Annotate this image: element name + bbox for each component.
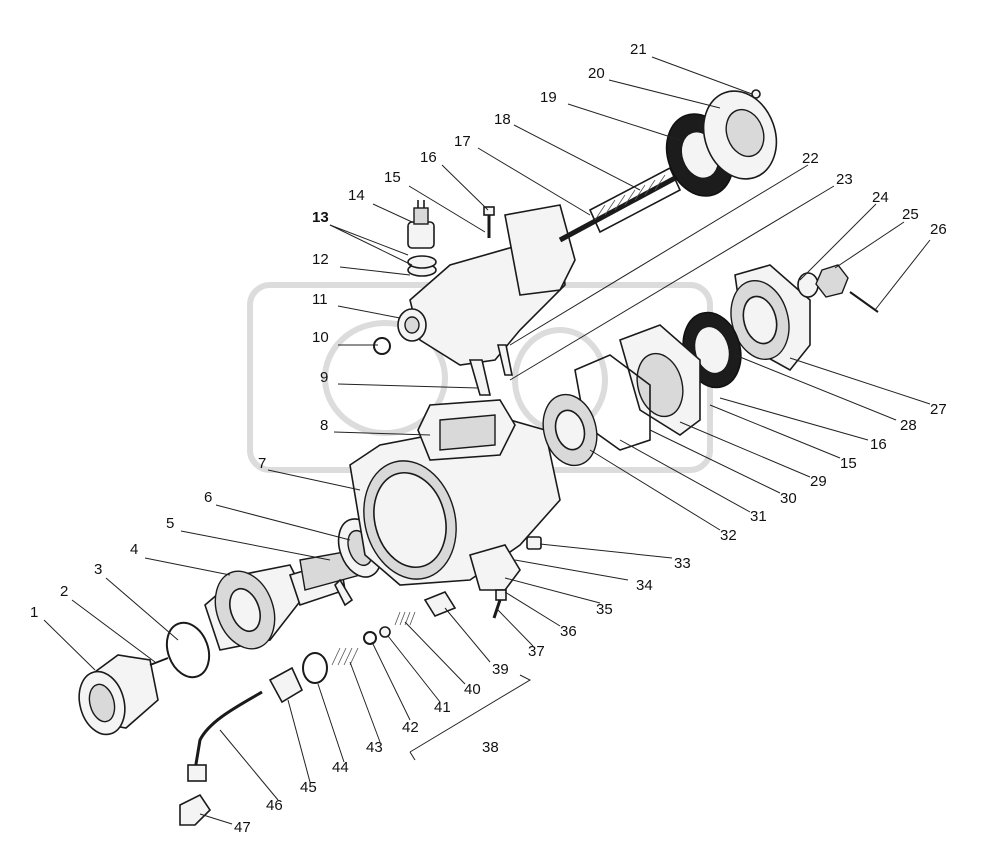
label-39: 39 (492, 661, 509, 678)
part-pin (149, 657, 169, 666)
part-hose-46 (187, 690, 263, 782)
part-coupling-sleeve (78, 654, 159, 736)
label-17: 17 (454, 133, 471, 150)
label-22: 22 (802, 150, 819, 167)
label-1: 1 (30, 604, 38, 621)
label-46: 46 (266, 797, 283, 814)
label-24: 24 (872, 189, 889, 206)
part-upper-housing (397, 204, 576, 396)
label-8: 8 (320, 417, 328, 434)
label-5: 5 (166, 515, 174, 532)
part-bolt-16 (483, 206, 495, 238)
part-main-housing (349, 419, 561, 586)
part-nut-washer (797, 264, 879, 313)
part-spring-40 (394, 611, 416, 626)
part-seal-12 (407, 255, 437, 277)
label-9: 9 (320, 369, 328, 386)
label-37: 37 (528, 643, 545, 660)
part-cover-30 (619, 324, 701, 436)
part-number-labels: 1 2 3 4 5 6 7 8 9 10 11 12 13 14 15 16 1… (30, 41, 947, 836)
label-15b: 15 (840, 455, 857, 472)
label-16b: 16 (870, 436, 887, 453)
part-shaft-spring (558, 166, 692, 243)
part-bushing-39 (423, 591, 457, 617)
part-washer-44 (302, 652, 328, 684)
part-retaining-ring (165, 621, 211, 679)
part-screw-21 (751, 89, 761, 99)
label-10: 10 (312, 329, 329, 346)
part-sensor (407, 200, 435, 249)
label-3: 3 (94, 561, 102, 578)
label-19: 19 (540, 89, 557, 106)
part-end-cap (702, 90, 778, 180)
part-ball-41 (379, 626, 391, 638)
label-31: 31 (750, 508, 767, 525)
parts (78, 89, 879, 826)
part-elbow-47 (179, 793, 212, 826)
label-42: 42 (402, 719, 419, 736)
label-13: 13 (312, 209, 329, 226)
label-28: 28 (900, 417, 917, 434)
label-27: 27 (930, 401, 947, 418)
label-47: 47 (234, 819, 251, 836)
label-43: 43 (366, 739, 383, 756)
label-29: 29 (810, 473, 827, 490)
part-top-cover (417, 399, 516, 461)
label-34: 34 (636, 577, 653, 594)
label-45: 45 (300, 779, 317, 796)
label-35: 35 (596, 601, 613, 618)
label-14: 14 (348, 187, 365, 204)
label-2: 2 (60, 583, 68, 600)
part-bearing-32 (542, 393, 598, 467)
label-4: 4 (130, 541, 138, 558)
label-36: 36 (560, 623, 577, 640)
label-32: 32 (720, 527, 737, 544)
label-25: 25 (902, 206, 919, 223)
label-6: 6 (204, 489, 212, 506)
label-20: 20 (588, 65, 605, 82)
label-33: 33 (674, 555, 691, 572)
part-plug-33 (526, 536, 542, 550)
label-18: 18 (494, 111, 511, 128)
part-washer-10 (373, 337, 391, 355)
leader-lines (43, 56, 931, 825)
part-bolt-37 (492, 589, 507, 619)
label-26: 26 (930, 221, 947, 238)
label-38: 38 (482, 739, 499, 756)
part-ring-42 (363, 631, 377, 645)
part-spring-43 (331, 647, 359, 666)
label-15: 15 (384, 169, 401, 186)
label-23: 23 (836, 171, 853, 188)
label-40: 40 (464, 681, 481, 698)
label-16: 16 (420, 149, 437, 166)
label-7: 7 (258, 455, 266, 472)
label-44: 44 (332, 759, 349, 776)
label-21: 21 (630, 41, 647, 58)
part-fitting-45 (268, 666, 304, 704)
label-11: 11 (312, 291, 328, 308)
label-30: 30 (780, 490, 797, 507)
label-41: 41 (434, 699, 451, 716)
part-output-flange (730, 264, 811, 372)
label-12: 12 (312, 251, 329, 268)
